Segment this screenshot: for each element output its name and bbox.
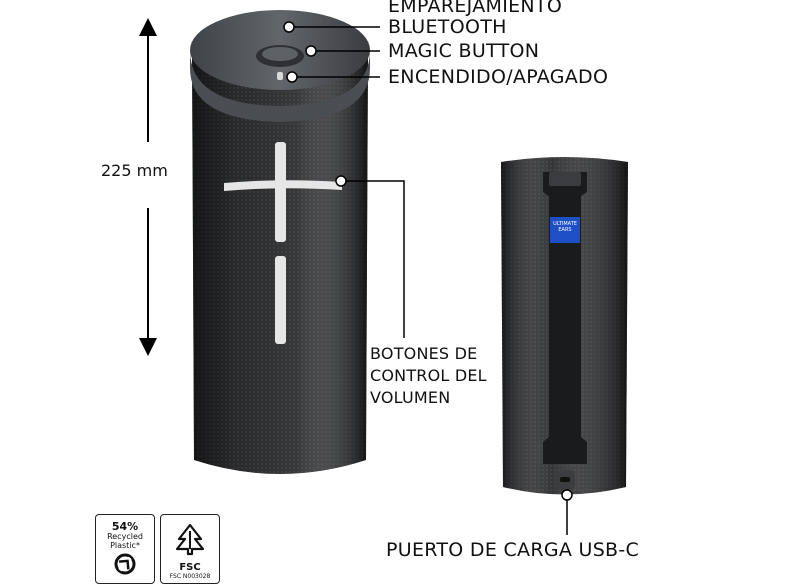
fsc-label: FSC [179,562,201,573]
brand-tag-line2: EARS [558,226,572,233]
recycled-line1: Recycled [107,532,143,542]
label-pairing-line2: BLUETOOTH [388,16,507,38]
recycle-loop-icon [114,553,136,575]
brand-tag-line1: ULTIMATE [553,221,577,227]
brand-tag: ULTIMATE EARS [550,221,580,234]
label-volume-line1: BOTONES DE [370,344,478,363]
label-usb-c: PUERTO DE CARGA USB-C [386,539,640,561]
label-volume-line3: VOLUMEN [370,388,451,407]
fsc-badge: FSC FSC N003028 [160,514,220,584]
label-power: ENCENDIDO/APAGADO [388,66,609,88]
height-arrow [139,18,157,356]
label-volume-line2: CONTROL DEL [370,366,487,385]
label-pairing-line1: EMPAREJAMIENTO [388,0,563,17]
recycled-pct: 54% [111,520,139,533]
recycled-plastic-badge: 54% Recycled Plastic* [95,514,155,584]
fsc-code: FSC N003028 [169,573,211,580]
recycled-line2: Plastic* [110,540,140,550]
label-volume: BOTONES DE CONTROL DEL VOLUMEN [370,344,487,408]
fsc-tree-icon [175,523,205,556]
speaker-front [190,10,370,474]
label-magic-button: MAGIC BUTTON [388,40,540,62]
speaker-back [501,157,628,495]
height-label: 225 mm [101,161,168,180]
